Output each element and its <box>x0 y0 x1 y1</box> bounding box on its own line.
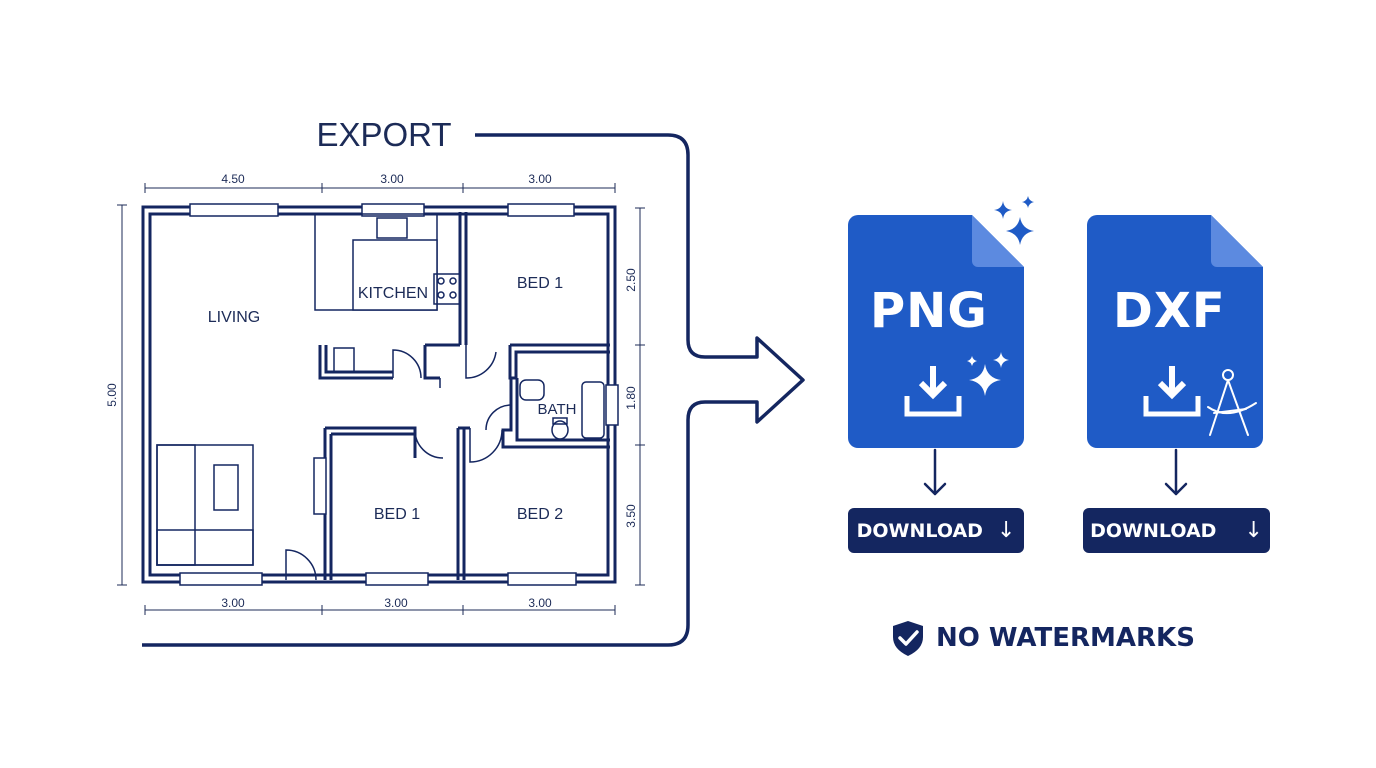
dimension-label: 5.00 <box>105 383 119 407</box>
compass-icon <box>1207 369 1257 436</box>
windows <box>179 203 619 586</box>
export-flow-arrow <box>140 132 805 647</box>
down-arrow-icon <box>923 448 1188 496</box>
sparkles-icon <box>967 352 1009 396</box>
sparkles-icon <box>994 196 1034 245</box>
download-button-label: DOWNLOAD <box>856 519 983 542</box>
dimension-label: 3.00 <box>380 172 404 186</box>
png-download-button[interactable]: DOWNLOAD ↓ <box>848 508 1024 553</box>
export-title: EXPORT <box>316 116 451 153</box>
shield-check-icon <box>893 621 923 656</box>
dimension-label: 4.50 <box>221 172 245 186</box>
dimension-label: 1.80 <box>624 386 638 410</box>
dimension-label: 3.00 <box>528 596 552 610</box>
room-label-bed2: BED 2 <box>517 506 563 523</box>
doors <box>285 345 512 581</box>
room-label-living: LIVING <box>208 309 260 326</box>
dimension-label: 3.00 <box>528 172 552 186</box>
png-format-label: PNG <box>870 283 988 339</box>
arrow-down-icon: ↓ <box>996 518 1016 543</box>
arrow-down-icon: ↓ <box>1244 518 1263 543</box>
dimension-label: 3.00 <box>221 596 245 610</box>
room-label-bed1: BED 1 <box>517 275 563 292</box>
dxf-format-label: DXF <box>1113 283 1226 339</box>
room-label-kitchen: KITCHEN <box>358 285 428 302</box>
download-tray-icon <box>1143 366 1201 417</box>
no-watermarks-text: NO WATERMARKS <box>936 623 1195 653</box>
room-label-bath: BATH <box>538 401 577 418</box>
download-button-label: DOWNLOAD <box>1090 519 1217 542</box>
dimension-label: 3.50 <box>624 504 638 528</box>
dimension-label: 3.00 <box>384 596 408 610</box>
furniture <box>156 213 605 566</box>
no-watermarks-badge: NO WATERMARKS <box>890 618 1195 658</box>
dxf-download-button[interactable]: DOWNLOAD ↓ <box>1083 508 1270 553</box>
floor-plan: 4.50 3.00 3.00 3.00 3.00 3.00 5.00 2.50 … <box>105 172 645 615</box>
dimension-label: 2.50 <box>624 268 638 292</box>
dimension-lines <box>117 183 645 615</box>
room-label-bed1: BED 1 <box>374 506 420 523</box>
download-tray-icon <box>904 366 962 417</box>
